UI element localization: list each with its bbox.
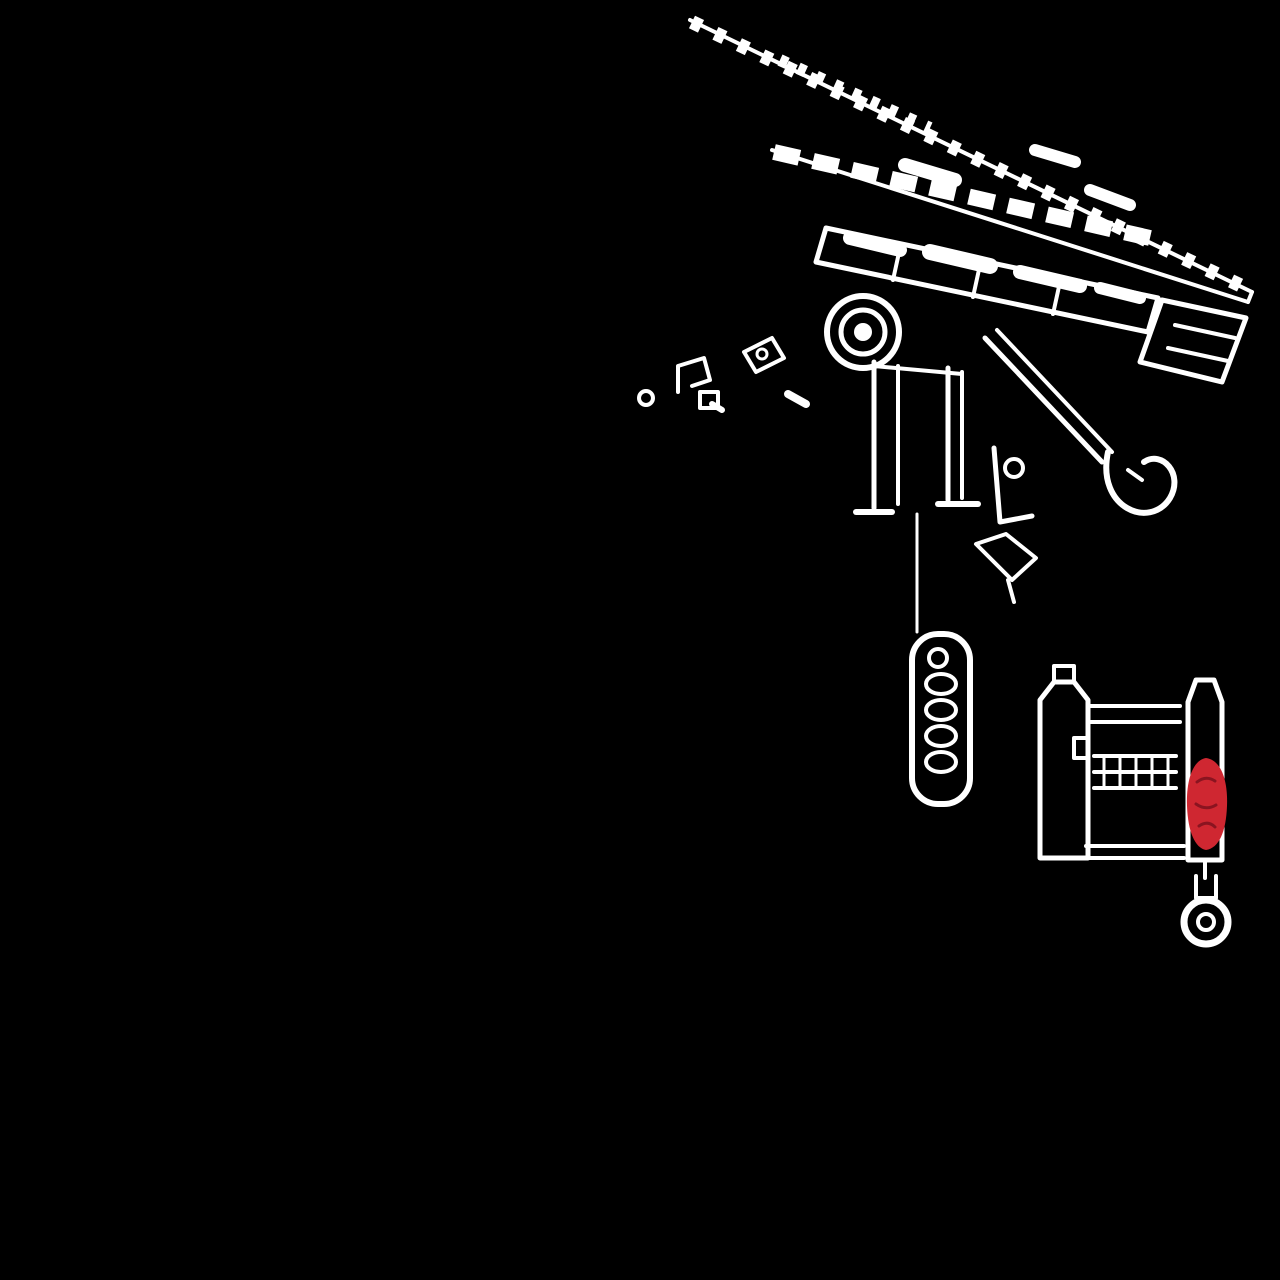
part-pulley-wheel[interactable] [824,293,902,371]
part-connecting-rod[interactable] [982,328,1114,465]
part-eye-ring-fitting[interactable] [1180,858,1232,948]
part-plate-band-assembly[interactable] [813,225,1161,335]
grip-knob-texture [1194,776,1218,829]
part-hook-lever[interactable] [1103,449,1178,516]
grip-knob-body[interactable] [1186,758,1228,850]
part-carriage-assembly[interactable] [1037,664,1225,863]
part-toothed-rail-assembly[interactable] [688,15,1254,304]
part-grip-knob-highlighted[interactable] [1186,758,1228,850]
part-spring-damper-capsule[interactable] [909,631,973,807]
part-mid-bracket[interactable] [974,445,1038,604]
part-left-small-fasteners[interactable] [637,336,810,413]
line-art-layer [637,15,1254,948]
part-support-frame[interactable] [853,359,981,634]
part-right-end-bracket[interactable] [1137,297,1249,385]
pulley-hub [854,323,872,341]
